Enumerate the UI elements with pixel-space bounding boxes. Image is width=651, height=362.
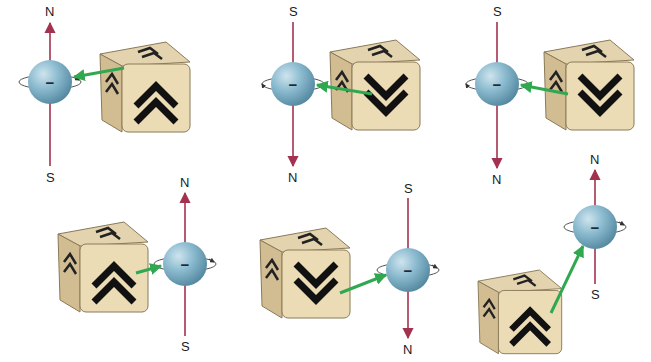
pole-label: N bbox=[44, 5, 55, 18]
cube bbox=[544, 40, 634, 130]
charge-sign: − bbox=[493, 77, 502, 92]
pole-label: S bbox=[403, 182, 414, 195]
pole-label: N bbox=[402, 343, 413, 356]
sphere: − bbox=[475, 62, 519, 106]
charge-sign: − bbox=[181, 257, 190, 272]
charge-sign: − bbox=[46, 75, 55, 90]
pole-label: S bbox=[45, 171, 56, 184]
cube bbox=[58, 222, 148, 312]
sphere: − bbox=[28, 60, 72, 104]
pole-label: N bbox=[287, 171, 298, 184]
sphere: − bbox=[163, 242, 207, 286]
sphere: − bbox=[271, 62, 315, 106]
pole-label: N bbox=[589, 153, 600, 166]
pole-label: S bbox=[492, 5, 503, 18]
pole-label: S bbox=[180, 340, 191, 353]
cube bbox=[478, 270, 562, 354]
charge-sign: − bbox=[591, 220, 600, 235]
pole-label: N bbox=[491, 173, 502, 186]
pole-label: S bbox=[288, 5, 299, 18]
green-arrow bbox=[74, 68, 583, 313]
cube bbox=[330, 40, 420, 130]
sphere: − bbox=[386, 248, 430, 292]
charge-sign: − bbox=[289, 77, 298, 92]
cube bbox=[100, 42, 190, 132]
charge-sign: − bbox=[404, 263, 413, 278]
pole-label: N bbox=[179, 176, 190, 189]
cube bbox=[260, 228, 350, 318]
sphere: − bbox=[573, 205, 617, 249]
pole-label: S bbox=[590, 288, 601, 301]
